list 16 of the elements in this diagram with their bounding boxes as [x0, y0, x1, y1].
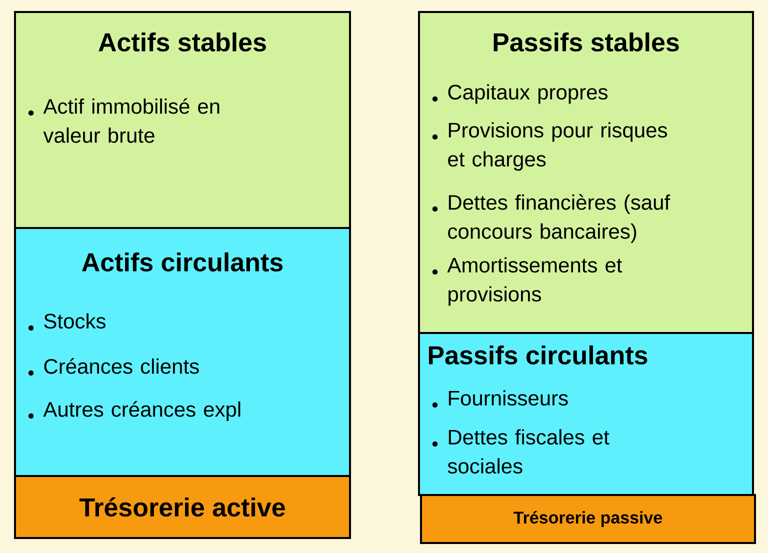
section-heading: Actifs circulants [82, 252, 283, 272]
bullet-item: Dettes financières (sauf concours bancaires) [448, 194, 670, 243]
bullet-item: Stocks [44, 313, 106, 329]
section-heading: Trésorerie passive [514, 510, 662, 527]
section-heading: Actifs stables [98, 32, 266, 52]
bullet-item: Autres créances expl [43, 401, 240, 421]
bullet-item: Capitaux propres [448, 84, 608, 104]
bullet-item: Actif immobilisé en valeur brute [43, 98, 220, 143]
bullet-item: Fournisseurs [448, 390, 568, 406]
section-heading: Passifs circulants [428, 345, 648, 365]
section-heading: Trésorerie active [79, 497, 285, 517]
bullet-item: Créances clients [44, 358, 199, 374]
bullet-item: Provisions pour risques et charges [448, 122, 667, 171]
section-heading: Passifs stables [494, 32, 679, 52]
bullet-item: Amortissements et provisions [447, 257, 622, 306]
bullet-item: Dettes fiscales et sociales [448, 429, 610, 474]
